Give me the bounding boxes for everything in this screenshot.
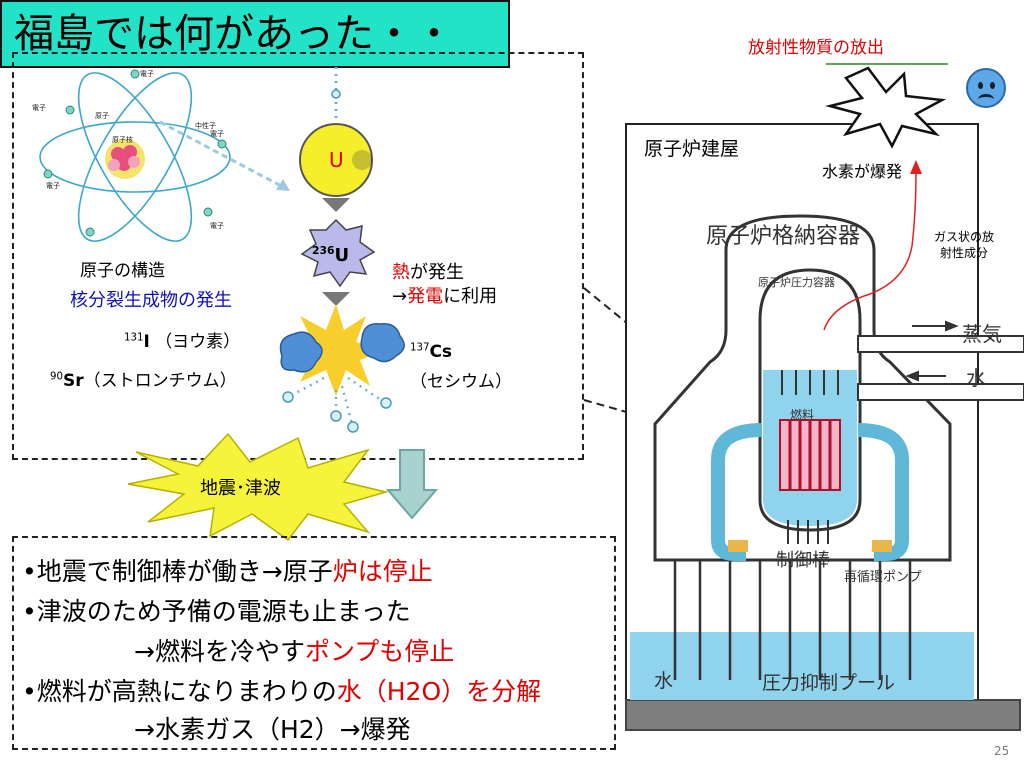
- u236-mass: 236: [312, 244, 335, 257]
- iodine-name: （ヨウ素）: [155, 332, 241, 352]
- heat-rest: が発生: [410, 262, 464, 283]
- explosion-label: 水素が爆発: [822, 162, 903, 181]
- bullet-5-text: →水素ガス（H2）→爆発: [84, 715, 411, 744]
- atom-illustration: 電子 電子 電子 電子 電子 原子 中性子 原子核: [32, 69, 231, 242]
- water-label: 水: [966, 366, 986, 390]
- u236-label: 236U: [312, 244, 349, 266]
- gas-label-2: 射性成分: [940, 246, 989, 260]
- u236-symbol: U: [334, 245, 350, 266]
- fission-products-label: 核分裂生成物の発生: [70, 290, 232, 311]
- bullet-5: →水素ガス（H2）→爆発: [84, 710, 411, 746]
- nucleus-label: 原子核: [112, 135, 133, 144]
- sad-face-icon: [966, 68, 1006, 108]
- iodine-symbol: I: [143, 332, 150, 352]
- strontium-symbol: Sr: [62, 371, 84, 391]
- quake-burst: [127, 432, 439, 542]
- bullet-3-text: →燃料を冷やす: [84, 637, 305, 666]
- building-label: 原子炉建屋: [644, 138, 740, 160]
- reactor-building-diagram: [625, 123, 1024, 731]
- hydrogen-explosion-burst: [825, 63, 948, 149]
- power-word: 発電: [407, 286, 444, 307]
- summary-box: [12, 536, 616, 750]
- cesium-name: （セシウム）: [410, 372, 512, 392]
- iodine-mass: 131: [124, 332, 144, 344]
- electron-label-5: 電子: [210, 222, 224, 230]
- power-arrow: →: [392, 286, 408, 307]
- uranium-label: U: [329, 148, 344, 172]
- bullet-4-highlight: 水（H2O）を分解: [336, 677, 542, 706]
- atom-structure-caption: 原子の構造: [80, 261, 165, 281]
- bullet-1: •地震で制御棒が働き→原子炉は停止: [22, 552, 433, 588]
- bullet-2: •津波のため予備の電源も止まった: [22, 592, 411, 628]
- cesium-symbol: Cs: [429, 342, 453, 362]
- bullet-3-highlight: ポンプも停止: [304, 637, 455, 666]
- power-rest: に利用: [443, 286, 498, 307]
- bullet-4-text: •燃料が高熱になりまわりの: [22, 677, 337, 706]
- bullet-3: →燃料を冷やすポンプも停止: [84, 632, 454, 668]
- strontium-name: （ストロンチウム）: [83, 371, 237, 391]
- quake-label: 地震･津波: [200, 478, 281, 499]
- page-title: 福島では何があった・・: [0, 0, 510, 68]
- pressure-vessel-label: 原子炉圧力容器: [758, 276, 835, 289]
- bullet-1-text: •地震で制御棒が働き→原子: [22, 557, 333, 586]
- heat-text: 熱が発生: [392, 258, 464, 284]
- fission-flow: [159, 60, 405, 433]
- heat-word: 熱: [392, 262, 410, 283]
- strontium-label: 90Sr（ストロンチウム）: [50, 366, 237, 391]
- gas-label-1: ガス状の放: [934, 230, 995, 244]
- bullet-4: •燃料が高熱になりまわりの水（H2O）を分解: [22, 672, 541, 708]
- electron-label-2: 電子: [32, 104, 46, 112]
- pool-water-label: 水: [654, 670, 674, 692]
- page-number: 25: [994, 744, 1010, 758]
- control-rod-label: 制御棒: [776, 550, 830, 571]
- electron-label-1: 電子: [140, 70, 154, 78]
- neutron-label: 中性子: [195, 121, 216, 130]
- cesium-label: 137Cs: [410, 342, 452, 362]
- pump-label: 再循環ポンプ: [844, 570, 922, 585]
- steam-label: 蒸気: [962, 322, 1002, 346]
- cesium-mass: 137: [410, 342, 430, 354]
- strontium-mass: 90: [50, 371, 63, 383]
- fuel-label: 燃料: [790, 408, 815, 422]
- electron-label-3: 電子: [210, 130, 224, 138]
- proton-label: 原子: [95, 112, 109, 120]
- iodine-label: 131I （ヨウ素）: [124, 327, 240, 352]
- release-label: 放射性物質の放出: [748, 38, 884, 58]
- containment-label: 原子炉格納容器: [706, 224, 861, 249]
- bullet-2-text: •津波のため予備の電源も止まった: [22, 597, 411, 626]
- suppression-pool-label: 圧力抑制プール: [762, 672, 896, 694]
- electron-label-4: 電子: [46, 182, 60, 190]
- power-text: →発電に利用: [392, 282, 497, 308]
- bullet-1-highlight: 炉は停止: [332, 557, 433, 586]
